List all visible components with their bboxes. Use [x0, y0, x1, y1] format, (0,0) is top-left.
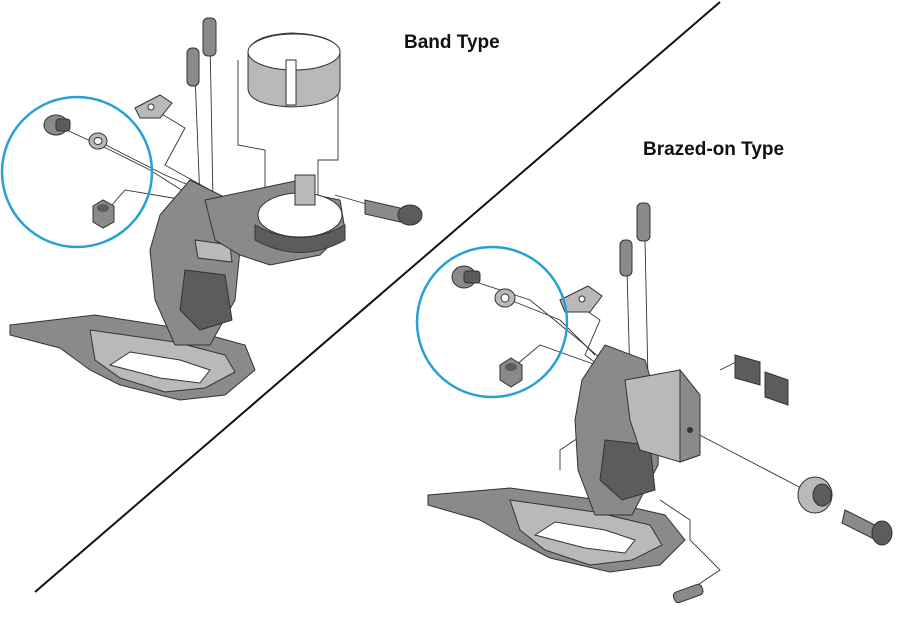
band-leader-lines — [59, 39, 371, 215]
band-nut — [92, 199, 115, 229]
brazed-shim-pad-back — [764, 371, 789, 406]
band-highlight-circle — [0, 95, 154, 249]
brazed-highlight-circle — [415, 245, 569, 399]
band-clamp-ring — [247, 32, 341, 108]
band-washer — [88, 132, 108, 150]
brazed-on-type-assembly — [415, 202, 893, 604]
band-pin-right — [202, 17, 217, 57]
band-cable-plate — [134, 94, 173, 119]
band-derailleur-body — [9, 174, 346, 401]
section-divider-line — [34, 1, 721, 593]
brazed-nut — [499, 357, 523, 388]
brazed-washer — [494, 288, 516, 308]
brazed-cable-plate — [559, 285, 603, 313]
band-clamp-bolt — [364, 199, 423, 226]
brazed-adapter-washer — [797, 476, 833, 514]
brazed-adapter-bolt — [841, 509, 893, 546]
brazed-derailleur-body — [427, 344, 701, 573]
brazed-pin-left — [619, 239, 633, 277]
band-type-assembly — [0, 17, 423, 401]
band-mount-bolt — [43, 114, 71, 136]
brazed-on-type-label: Brazed-on Type — [643, 139, 785, 160]
brazed-mount-bolt — [451, 265, 481, 289]
brazed-cable-pin — [672, 583, 704, 604]
band-type-label: Band Type — [404, 32, 500, 53]
brazed-shim-pad-front — [734, 354, 761, 386]
band-pin-left — [186, 47, 200, 87]
brazed-pin-right — [636, 202, 651, 242]
